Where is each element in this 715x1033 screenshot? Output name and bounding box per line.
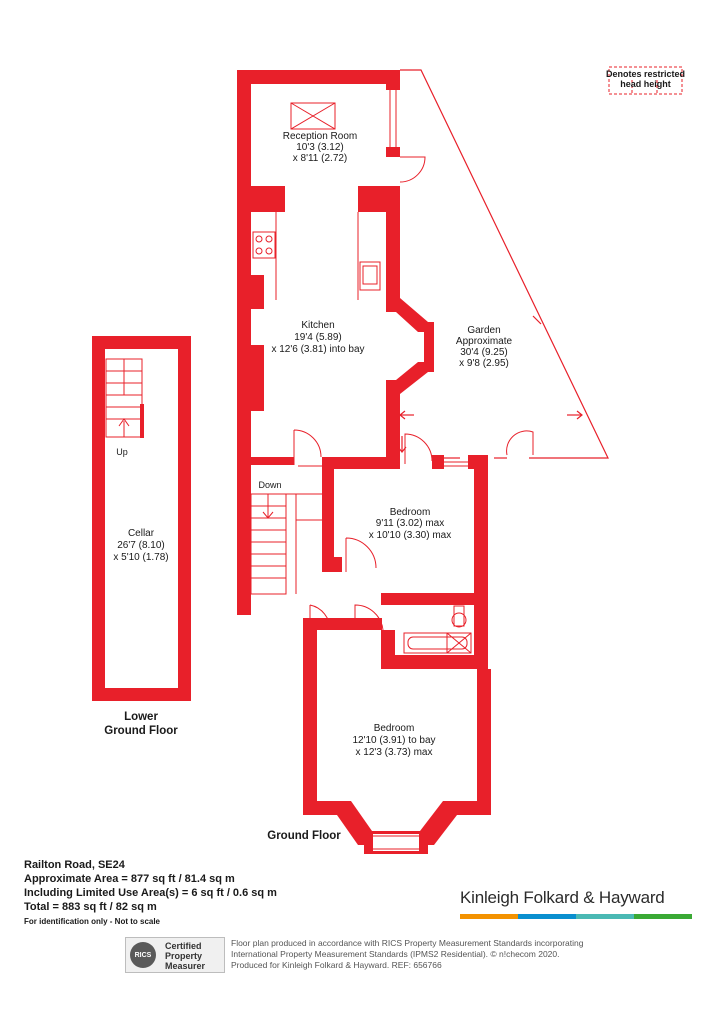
ground-floor-label: Ground Floor [267, 830, 341, 842]
brand-bar-orange [460, 914, 518, 919]
bath [403, 632, 472, 654]
stair-down-label: Down [258, 480, 281, 490]
ground-floor-plan [237, 69, 609, 854]
brand-color-bar [460, 914, 692, 919]
brand-name: Kinleigh Folkard & Hayward [460, 888, 665, 907]
kitchen-dim1: 19'4 (5.89) [294, 332, 342, 343]
bedroom1-dim1: 9'11 (3.02) max [376, 518, 444, 529]
lower-floor-label-1: Lower [124, 711, 158, 723]
cellar-dim1: 26'7 (8.10) [117, 540, 165, 551]
bedroom1-name: Bedroom [390, 507, 431, 518]
garden-outline [397, 69, 609, 459]
address: Railton Road, SE24 [24, 859, 125, 871]
shower [446, 632, 472, 654]
rics-line3: Measurer [165, 961, 206, 971]
brand-bar-blue [518, 914, 576, 919]
kitchen-sink [359, 261, 381, 291]
disclaimer-line2: International Property Measurement Stand… [231, 949, 560, 959]
kitchen-hob [252, 231, 276, 259]
cellar-name: Cellar [128, 528, 155, 539]
bedroom2-name: Bedroom [374, 723, 415, 734]
room-labels: Reception Room 10'3 (3.12) x 8'11 (2.72)… [104, 131, 512, 842]
brand-bar-green [634, 914, 692, 919]
limited-use-area: Including Limited Use Area(s) = 6 sq ft … [24, 887, 277, 899]
disclaimer-line1: Floor plan produced in accordance with R… [231, 938, 584, 948]
legend-line1: Denotes restricted [606, 69, 685, 79]
lower-floor-label-2: Ground Floor [104, 725, 178, 737]
reception-skylight [290, 102, 336, 130]
kitchen-dim2: x 12'6 (3.81) into bay [271, 344, 364, 355]
disclaimer: Floor plan produced in accordance with R… [231, 938, 691, 971]
bedroom2-dim1: 12'10 (3.91) to bay [352, 735, 435, 746]
scale-note: For identification only - Not to scale [24, 917, 161, 926]
approx-area: Approximate Area = 877 sq ft / 81.4 sq m [24, 873, 235, 885]
bedroom2-dim2: x 12'3 (3.73) max [356, 747, 433, 758]
restricted-head-height-legend: Denotes restricted head height [606, 66, 685, 95]
rics-logo-icon: RICS [130, 942, 156, 968]
doors [293, 156, 534, 631]
garden-name: Garden [467, 325, 500, 336]
brand-bar-teal [576, 914, 634, 919]
rics-badge: RICS Certified Property Measurer [125, 937, 225, 973]
reception-dim2: x 8'11 (2.72) [293, 153, 348, 164]
rics-line1: Certified [165, 941, 202, 951]
cellar-dim2: x 5'10 (1.78) [113, 552, 168, 563]
reception-name: Reception Room [283, 131, 357, 142]
kitchen-name: Kitchen [301, 320, 334, 331]
total-area: Total = 883 sq ft / 82 sq m [24, 901, 157, 913]
reception-dim1: 10'3 (3.12) [296, 142, 344, 153]
rics-line2: Property [165, 951, 203, 961]
property-info: Railton Road, SE24 Approximate Area = 87… [24, 858, 354, 929]
wc [451, 605, 467, 628]
cellar-stair [105, 358, 143, 438]
cellar-plan [92, 336, 191, 701]
stair-up-label: Up [116, 447, 128, 457]
legend-line2: head height [620, 79, 671, 89]
brand-block: Kinleigh Folkard & Hayward [460, 888, 692, 919]
garden-dim2: x 9'8 (2.95) [459, 358, 509, 369]
garden-dim1: 30'4 (9.25) [460, 347, 508, 358]
rics-text: Certified Property Measurer [165, 941, 205, 971]
garden-line2: Approximate [456, 336, 513, 347]
disclaimer-line3: Produced for Kinleigh Folkard & Hayward.… [231, 960, 442, 970]
ground-stair [250, 493, 324, 595]
bedroom1-dim2: x 10'10 (3.30) max [369, 530, 452, 541]
